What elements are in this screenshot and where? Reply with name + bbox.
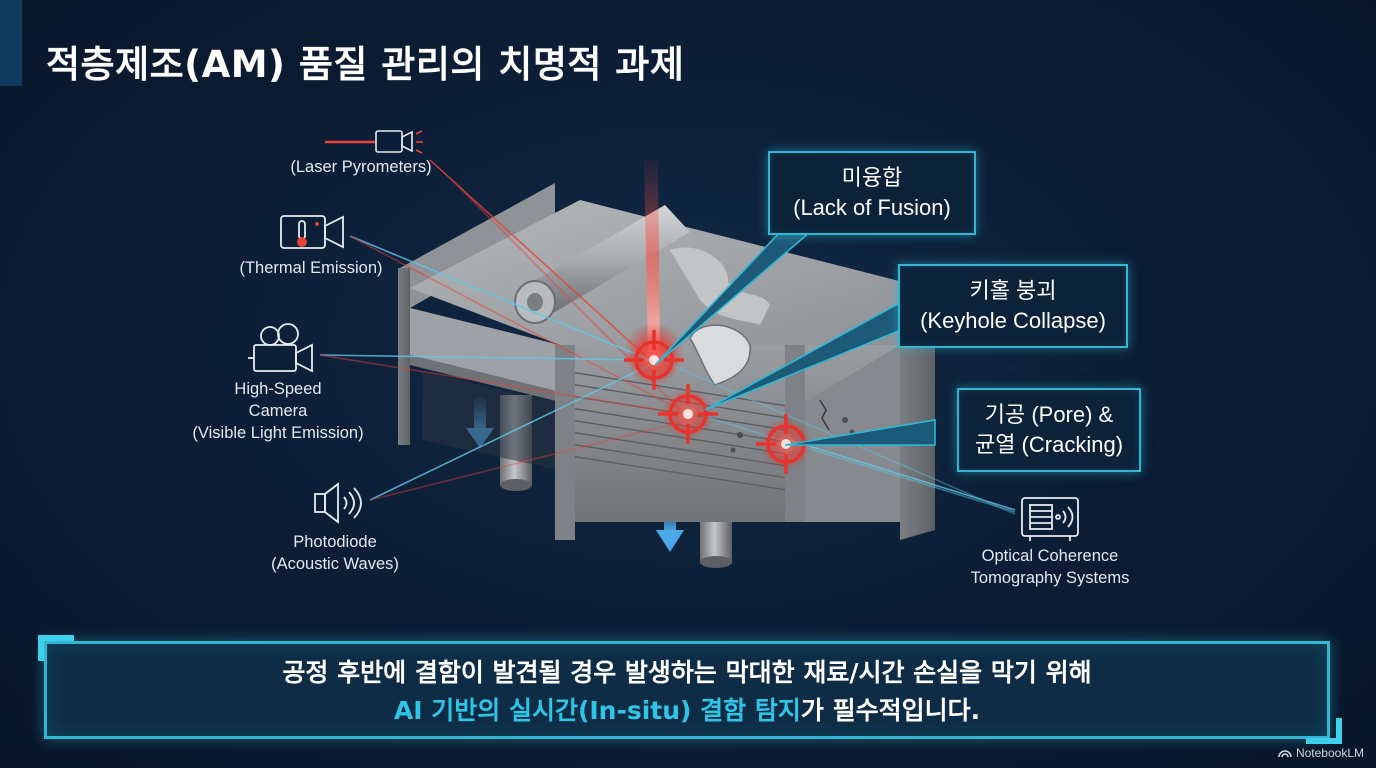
brand-watermark: NotebookLM: [1278, 746, 1364, 760]
title-accent-bar: [0, 0, 22, 86]
keyhole-collapse-ko: 키홀 붕괴: [969, 278, 1057, 303]
high-speed-camera-line3: (Visible Light Emission): [192, 424, 364, 442]
crosshair-icon: [624, 330, 684, 390]
callout-pore-cracking: 기공 (Pore) & 균열 (Cracking): [957, 388, 1141, 472]
oct-line1: Optical Coherence: [981, 547, 1119, 565]
photodiode-line1: Photodiode: [293, 533, 377, 551]
laser-pyrometer-icon: [325, 130, 423, 154]
banner-corner-top-left: [38, 635, 74, 661]
brand-name: NotebookLM: [1295, 746, 1364, 760]
notebooklm-logo-icon: [1278, 750, 1292, 758]
speaker-icon: [314, 482, 362, 524]
banner-line2: AI 기반의 실시간(In-situ) 결함 탐지가 필수적입니다.: [394, 696, 980, 725]
oct-line2: Tomography Systems: [970, 569, 1130, 587]
high-speed-camera-line2: Camera: [248, 402, 308, 420]
thermal-emission-label: (Thermal Emission): [239, 259, 383, 277]
callout-keyhole-collapse: 키홀 붕괴 (Keyhole Collapse): [898, 264, 1128, 348]
oct-device-icon: [1021, 497, 1079, 541]
high-speed-camera-line1: High-Speed: [234, 380, 322, 398]
lack-of-fusion-ko: 미융합: [841, 165, 903, 190]
banner-line1: 공정 후반에 결함이 발견될 경우 발생하는 막대한 재료/시간 손실을 막기 …: [282, 658, 1092, 687]
pore-cracking-line1: 기공 (Pore) &: [984, 402, 1114, 427]
photodiode-label: Photodiode (Acoustic Waves): [250, 531, 420, 575]
laser-pyrometers-label: (Laser Pyrometers): [290, 158, 432, 176]
lack-of-fusion-en: (Lack of Fusion): [793, 195, 951, 220]
summary-banner: 공정 후반에 결함이 발견될 경우 발생하는 막대한 재료/시간 손실을 막기 …: [44, 641, 1330, 739]
banner-highlight: AI 기반의 실시간(In-situ) 결함 탐지: [393, 696, 801, 725]
thermal-camera-icon: [280, 215, 344, 249]
crosshair-icon: [658, 384, 718, 444]
banner-line2-rest: 가 필수적입니다.: [800, 696, 981, 725]
keyhole-collapse-en: (Keyhole Collapse): [920, 308, 1106, 333]
photodiode-line2: (Acoustic Waves): [271, 555, 399, 573]
movie-camera-icon: [248, 323, 313, 373]
high-speed-camera-label: High-Speed Camera (Visible Light Emissio…: [178, 378, 378, 444]
banner-corner-bottom-right: [1306, 718, 1342, 744]
callout-lack-of-fusion: 미융합 (Lack of Fusion): [768, 151, 976, 235]
oct-label: Optical Coherence Tomography Systems: [950, 545, 1150, 589]
page-title: 적층제조(AM) 품질 관리의 치명적 과제: [46, 43, 685, 86]
pore-cracking-line2: 균열 (Cracking): [974, 432, 1124, 457]
